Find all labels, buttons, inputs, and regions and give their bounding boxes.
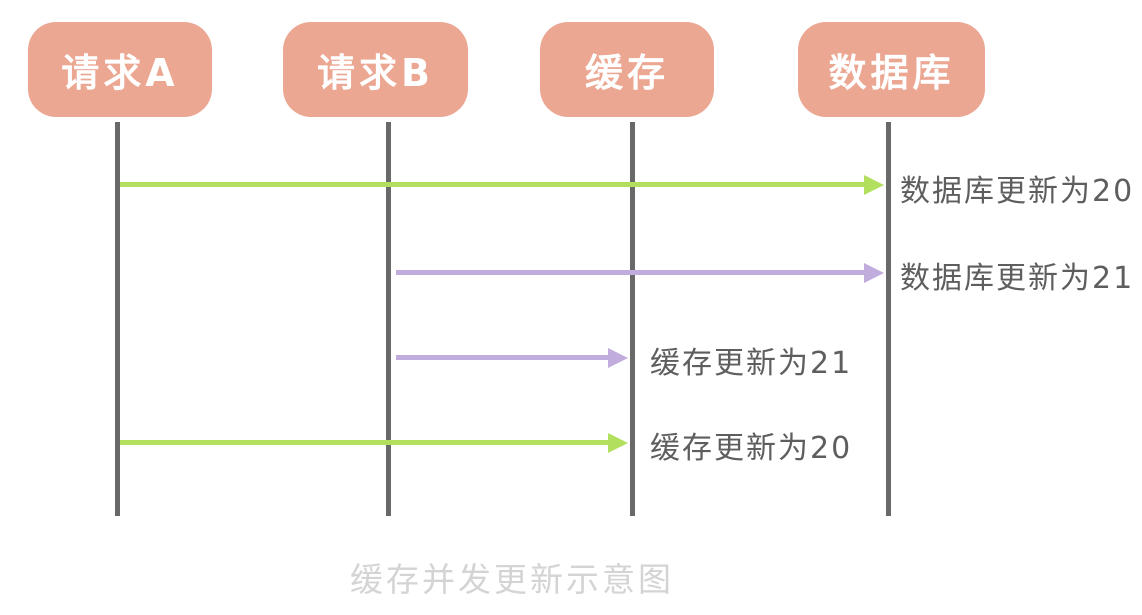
arrow-request-a-to-cache (120, 432, 628, 453)
arrowhead-icon (864, 174, 884, 195)
arrow-request-b-to-cache (396, 347, 628, 368)
lifeline-database (886, 122, 891, 516)
actor-request-a: 请求A (28, 22, 212, 117)
arrowhead-icon (608, 432, 628, 453)
diagram-caption: 缓存并发更新示意图 (350, 560, 674, 599)
actor-database: 数据库 (798, 22, 985, 117)
actor-request-b: 请求B (283, 22, 468, 117)
message-label-db-update-20: 数据库更新为20 (900, 174, 1135, 209)
lifeline-cache (630, 122, 635, 516)
arrow-request-b-to-database (396, 262, 884, 283)
lifeline-request-a (115, 122, 120, 516)
message-label-cache-update-21: 缓存更新为21 (650, 346, 853, 381)
message-label-cache-update-20: 缓存更新为20 (650, 431, 853, 466)
actor-cache: 缓存 (540, 22, 714, 117)
arrow-request-a-to-database (120, 174, 884, 195)
lifeline-request-b (386, 122, 391, 516)
arrowhead-icon (864, 262, 884, 283)
arrowhead-icon (608, 347, 628, 368)
message-label-db-update-21: 数据库更新为21 (900, 261, 1135, 296)
